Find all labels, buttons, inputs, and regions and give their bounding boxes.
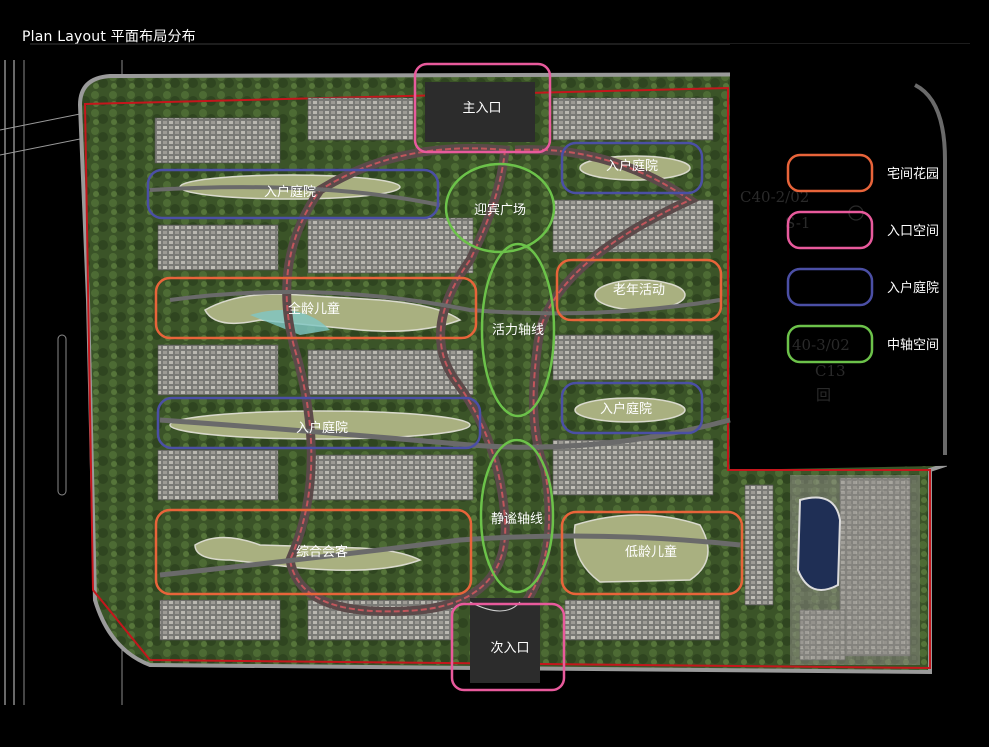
- zone-label: 入户庭院: [600, 401, 652, 417]
- legend-label: 中轴空间: [887, 338, 939, 353]
- main-gate-structure: [425, 82, 535, 142]
- cad-text-3: 40-3/02: [792, 336, 850, 354]
- zone-label: 静谧轴线: [491, 512, 543, 527]
- zone-label: 次入口: [490, 640, 529, 656]
- zone-label: 综合会客: [296, 544, 348, 560]
- legend-label: 入口空间: [887, 224, 939, 239]
- zone-outline-axis: [480, 242, 556, 418]
- zone-label: 入户庭院: [264, 184, 316, 200]
- zone-outline-entrance: [450, 602, 566, 692]
- zone-label: 低龄儿童: [625, 544, 677, 560]
- legend-label: 入户庭院: [887, 280, 939, 296]
- legend-label: 宅间花园: [887, 166, 939, 182]
- lawns: [169, 155, 709, 583]
- legend-swatch-courtyard: [786, 267, 874, 307]
- cad-text-4: C13: [815, 362, 846, 380]
- zone-label: 迎宾广场: [474, 202, 526, 218]
- cad-text-1: C40-2/02: [740, 188, 809, 206]
- zone-outline-garden: [560, 510, 744, 596]
- zone-outline-axis: [479, 438, 555, 594]
- legend-swatch-garden: [786, 153, 874, 193]
- cad-annotations: C40-2/02 S-1 40-3/02 C13 回: [740, 188, 864, 404]
- zone-label: 活力轴线: [492, 323, 544, 338]
- zone-label: 入户庭院: [296, 420, 348, 436]
- zone-outlines: 主入口入户庭院入户庭院迎宾广场全龄儿童活力轴线老年活动入户庭院入户庭院静谧轴线综…: [146, 62, 744, 692]
- zone-label: 全龄儿童: [288, 301, 340, 317]
- zone-outline-courtyard: [560, 141, 704, 195]
- zone-outline-courtyard: [156, 396, 482, 450]
- zone-outline-garden: [154, 508, 473, 596]
- zone-label: 老年活动: [613, 283, 665, 298]
- legend-swatch-entrance: [786, 210, 874, 250]
- legend-swatch-axis: [786, 324, 874, 364]
- zone-outline-axis: [444, 162, 556, 254]
- water-feature: [796, 496, 842, 591]
- zone-outline-garden: [555, 258, 723, 322]
- central-axis-road: [149, 143, 741, 616]
- zone-outline-courtyard: [146, 168, 440, 220]
- zone-outline-entrance: [413, 62, 552, 154]
- page-title: Plan Layout 平面布局分布: [22, 29, 196, 45]
- zone-outline-courtyard: [560, 381, 704, 435]
- zone-label: 主入口: [462, 101, 501, 116]
- zone-label: 入户庭院: [606, 158, 658, 174]
- zone-outline-garden: [154, 276, 478, 340]
- cad-road-curve: [914, 83, 947, 455]
- cad-text-5: 回: [816, 386, 831, 404]
- site-boundary: [83, 86, 931, 670]
- cad-blank-area: [730, 44, 989, 470]
- secondary-gate-structure: [470, 598, 540, 683]
- cad-text-2: S-1: [785, 214, 810, 232]
